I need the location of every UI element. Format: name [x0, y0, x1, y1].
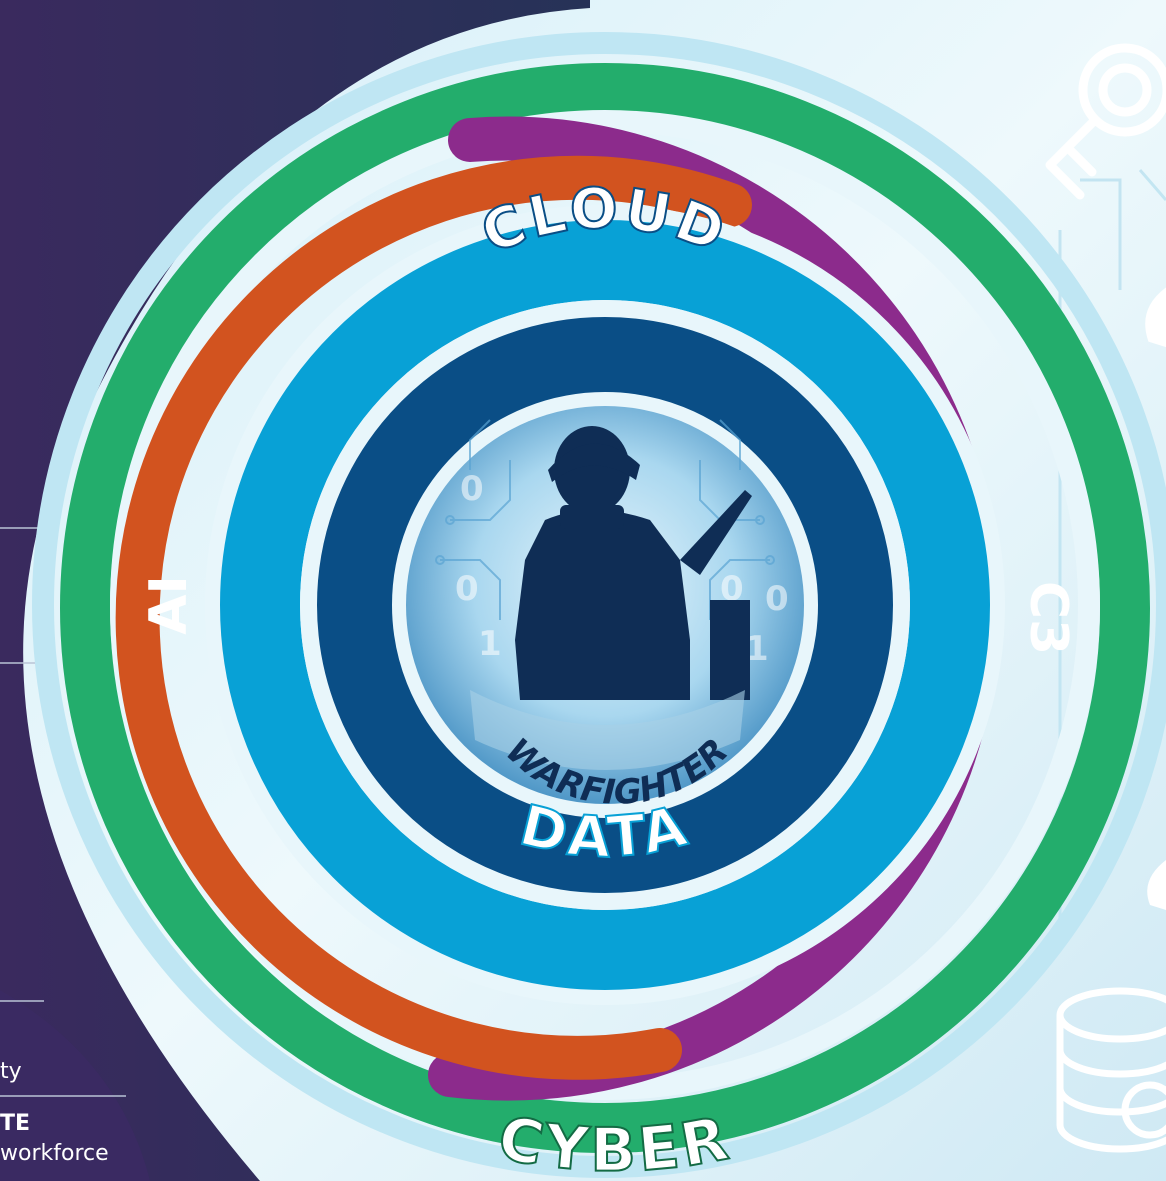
- left-panel-line-3: workforce: [0, 1141, 109, 1166]
- svg-text:1: 1: [478, 624, 502, 664]
- svg-text:0: 0: [455, 569, 479, 609]
- svg-text:0: 0: [460, 469, 484, 509]
- ai-label: AI: [139, 575, 199, 635]
- c3-label: C3: [1018, 581, 1078, 655]
- data-label: DATA: [514, 793, 697, 871]
- svg-text:1: 1: [745, 629, 769, 669]
- data-ring: [317, 317, 893, 893]
- svg-text:0: 0: [765, 579, 789, 619]
- cyber-label: CYBER: [493, 1103, 737, 1181]
- cloud-ring: [220, 220, 990, 990]
- soldier-silhouette-icon: [515, 426, 752, 700]
- svg-text:0: 0: [720, 569, 744, 609]
- cyber-ring: [60, 63, 1150, 1153]
- left-panel-line-2: TE: [0, 1111, 31, 1136]
- database-icon: [1056, 987, 1166, 1153]
- left-panel-line-1: ty: [0, 1059, 22, 1084]
- cloud-label: CLOUD: [473, 176, 737, 267]
- ai-ring: [115, 155, 752, 1080]
- key-icon: [1045, 43, 1166, 200]
